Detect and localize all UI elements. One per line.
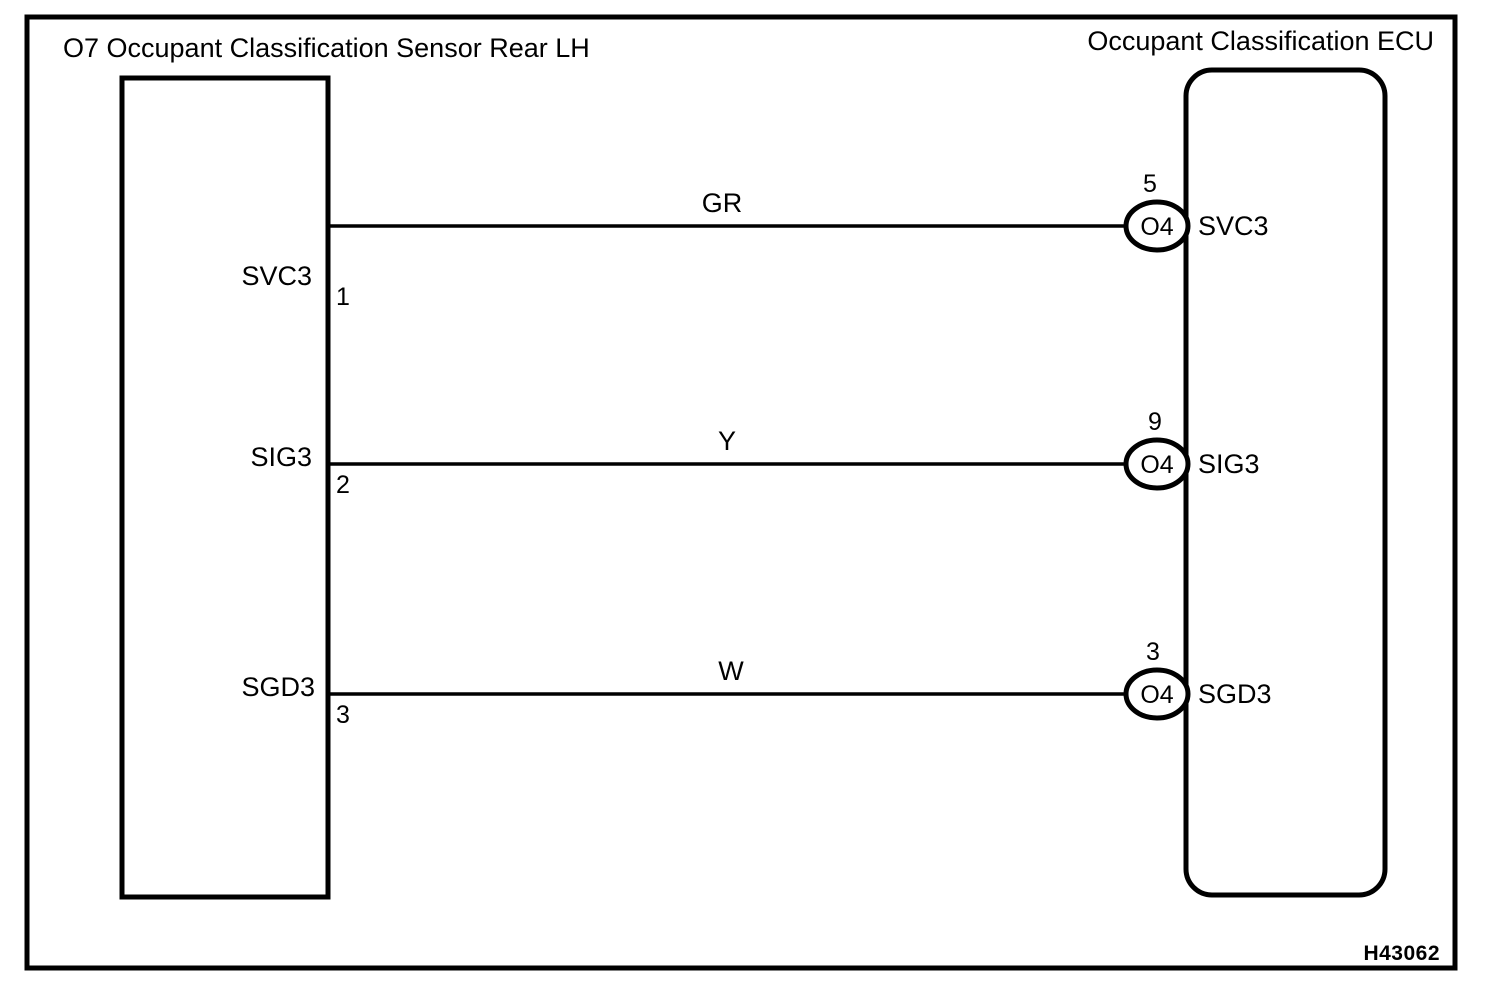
connector-oval-svc3[interactable] [1123,199,1191,253]
connector-code-svc3: O4 [1140,213,1173,241]
wire-color-label-sgd3: W [718,656,744,686]
right-pin-number-sig3: 9 [1148,408,1162,436]
right-ecu-box[interactable] [1183,67,1388,898]
connector-oval-sig3[interactable] [1123,437,1191,491]
left-terminal-label-sgd3: SGD3 [241,672,315,702]
right-terminal-label-sgd3: SGD3 [1198,679,1272,709]
left-terminal-label-sig3: SIG3 [250,442,312,472]
connector-code-sgd3: O4 [1140,681,1173,709]
left-pin-number-sgd3: 3 [336,701,350,729]
left-connector-box[interactable] [119,75,331,900]
right-terminal-label-sig3: SIG3 [1198,449,1260,479]
right-terminal-label-svc3: SVC3 [1198,211,1269,241]
circuit-row-sig3: Y SIG3 2 O4 9 SIG3 [250,408,1259,499]
right-component-title: Occupant Classification ECU [1087,26,1434,56]
diagram-frame [24,14,1458,971]
connector-code-sig3: O4 [1140,451,1173,479]
connector-oval-sgd3[interactable] [1123,667,1191,721]
left-pin-number-sig3: 2 [336,471,350,499]
left-component-title: O7 Occupant Classification Sensor Rear L… [63,33,590,63]
left-terminal-label-svc3: SVC3 [241,261,312,291]
figure-code: H43062 [1363,942,1440,965]
right-pin-number-sgd3: 3 [1146,638,1160,666]
right-pin-number-svc3: 5 [1143,170,1157,198]
circuit-row-svc3: GR SVC3 1 O4 5 SVC3 [241,170,1268,311]
circuit-row-sgd3: W SGD3 3 O4 3 SGD3 [241,638,1271,729]
left-pin-number-svc3: 1 [336,283,350,311]
wire-color-label-svc3: GR [702,188,743,218]
wire-color-label-sig3: Y [718,426,736,456]
